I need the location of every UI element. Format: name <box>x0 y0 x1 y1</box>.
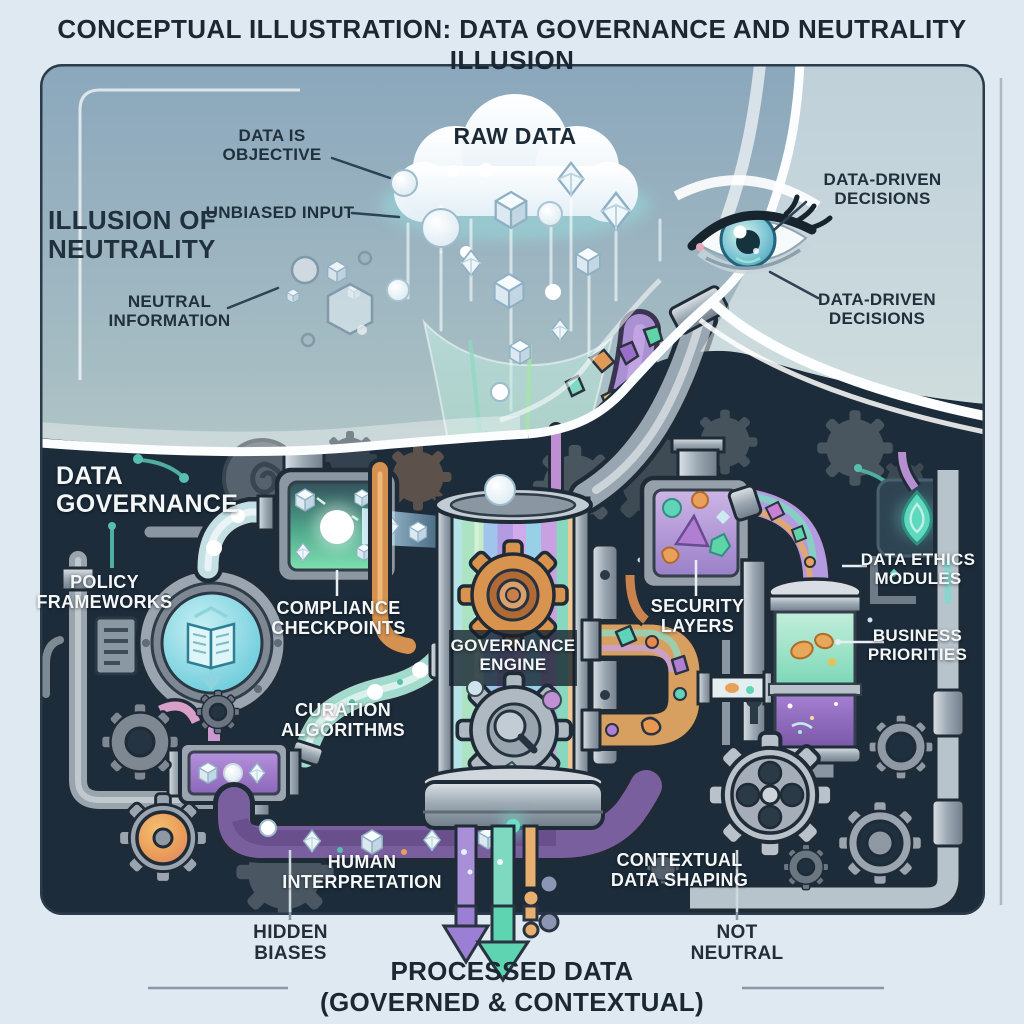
label-data-governance: DATA GOVERNANCE <box>56 462 239 518</box>
label-decisions-bottom: DATA-DRIVEN DECISIONS <box>818 290 936 329</box>
curation-conveyor <box>156 698 667 863</box>
page-title: CONCEPTUAL ILLUSTRATION: DATA GOVERNANCE… <box>57 14 967 75</box>
label-contextual-data-shaping: CONTEXTUAL DATA SHAPING <box>610 850 749 891</box>
pipe <box>580 618 705 752</box>
raw-data-rain <box>386 161 662 412</box>
pipe <box>622 558 779 745</box>
book-icon <box>186 622 236 670</box>
label-data-objective: DATA IS OBJECTIVE <box>222 126 322 165</box>
label-compliance-checkpoints: COMPLIANCE CHECKPOINTS <box>271 598 406 639</box>
leader-lines <box>226 156 820 310</box>
veil-curtain <box>40 64 985 457</box>
inner-frame-line <box>78 88 300 380</box>
neutral-info-cluster <box>286 250 374 348</box>
label-unbiased-input: UNBIASED INPUT <box>205 203 355 222</box>
arrow-down-icon <box>441 904 491 965</box>
arrow-down-icon <box>475 904 531 983</box>
label-security-layers: SECURITY LAYERS <box>650 596 745 637</box>
pipe <box>727 484 833 603</box>
label-not-neutral: NOT NEUTRAL <box>690 922 784 965</box>
label-hidden-biases: HIDDEN BIASES <box>253 922 328 965</box>
droplet-icon <box>901 489 933 546</box>
label-policy-frameworks: POLICY FRAMEWORKS <box>36 572 173 613</box>
label-processed-data: PROCESSED DATA (GOVERNED & CONTEXTUAL) <box>212 956 812 1017</box>
processed-data-line1: PROCESSED DATA <box>390 956 634 986</box>
label-decisions-top: DATA-DRIVEN DECISIONS <box>823 170 942 209</box>
label-neutral-information: NEUTRAL INFORMATION <box>108 292 231 331</box>
pipe <box>690 470 966 913</box>
pipe <box>193 494 279 583</box>
label-business-priorities: BUSINESS PRIORITIES <box>867 626 968 665</box>
processed-data-line2: (GOVERNED & CONTEXTUAL) <box>320 986 704 1017</box>
gear-icon <box>99 689 241 884</box>
label-illusion-of-neutrality: ILLUSION OF NEUTRALITY <box>48 205 216 265</box>
label-data-ethics-modules: DATA ETHICS MODULES <box>860 550 976 589</box>
eye-icon <box>687 194 833 274</box>
label-raw-data: RAW DATA <box>453 123 577 149</box>
output-arrows <box>148 850 884 990</box>
gear-icon <box>646 713 935 891</box>
label-governance-engine: GOVERNANCE ENGINE <box>450 636 576 675</box>
label-human-interpretation: HUMAN INTERPRETATION <box>282 852 442 893</box>
security-layers-box <box>639 436 753 596</box>
label-curation-algorithms: CURATION ALGORITHMS <box>281 700 405 741</box>
